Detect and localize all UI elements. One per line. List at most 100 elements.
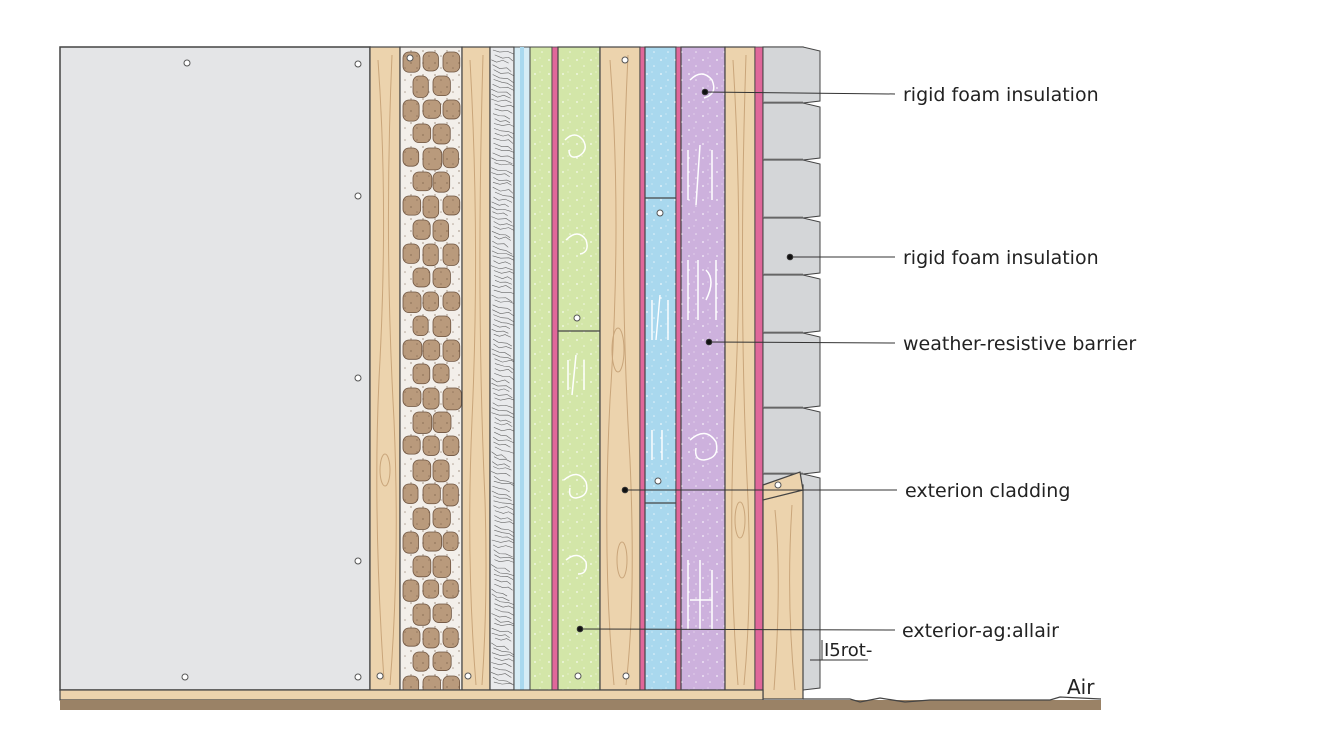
gravel-texture	[492, 485, 510, 493]
gravel-texture	[491, 662, 512, 667]
gravel-texture	[494, 108, 513, 114]
gravel-texture	[492, 74, 514, 83]
sheathing-strip	[513, 46, 531, 691]
gravel-texture	[493, 196, 513, 203]
wood-stud-2	[461, 46, 491, 691]
siding-board	[762, 274, 821, 334]
gravel-texture	[493, 142, 513, 150]
gravel-texture	[491, 329, 509, 334]
gravel-texture	[492, 64, 512, 72]
gravel-texture	[492, 240, 509, 248]
gravel-texture	[491, 294, 513, 302]
gravel-texture	[494, 554, 517, 561]
gravel-texture	[493, 69, 516, 77]
siding-board	[762, 332, 821, 409]
gravel-texture	[491, 348, 512, 357]
gravel-texture	[494, 368, 513, 374]
gravel-texture	[491, 284, 512, 290]
gravel-texture	[491, 627, 513, 634]
gravel-texture	[493, 260, 512, 265]
gravel-texture	[490, 265, 513, 271]
weather-barrier-strip	[754, 46, 764, 691]
gravel-texture	[494, 529, 514, 537]
callout-label-2: rigid foam insulation	[903, 247, 1099, 269]
gravel-texture	[493, 495, 512, 501]
gravel-texture	[491, 250, 514, 257]
gravel-texture	[492, 324, 511, 329]
membrane-strip-1	[551, 46, 559, 691]
gravel-texture	[493, 392, 513, 399]
gravel-texture	[492, 84, 515, 91]
gravel-texture	[494, 559, 515, 563]
gravel-texture	[493, 79, 513, 87]
gravel-texture	[491, 490, 511, 499]
siding-board	[762, 46, 821, 104]
gravel-texture	[493, 441, 511, 448]
gravel-texture	[492, 304, 512, 312]
gravel-texture	[494, 515, 513, 521]
dimension-label: I5rot-	[824, 640, 872, 661]
membrane-strip-2	[639, 46, 646, 691]
gravel-texture	[493, 480, 517, 488]
gravel-texture	[491, 539, 515, 544]
gravel-texture	[492, 338, 513, 347]
gravel-texture	[491, 59, 509, 64]
siding-board	[762, 102, 821, 161]
gravel-texture	[491, 231, 511, 239]
gravel-texture	[494, 525, 516, 534]
gravel-texture	[491, 216, 513, 223]
gravel-texture	[493, 226, 515, 231]
gravel-texture	[494, 417, 512, 423]
gravel-texture	[494, 54, 514, 62]
gravel-texture	[492, 309, 514, 316]
gravel-texture	[491, 588, 508, 597]
gravel-texture	[491, 652, 516, 659]
gravel-texture	[494, 133, 513, 139]
gravel-texture	[493, 569, 515, 577]
gravel-texture	[491, 412, 516, 419]
gravel-texture	[492, 667, 513, 674]
gravel-texture	[491, 382, 513, 390]
gravel-texture	[491, 593, 510, 602]
gravel-texture	[494, 147, 515, 153]
drywall-layer	[59, 46, 371, 691]
gravel-texture	[494, 608, 515, 616]
gravel-texture	[494, 534, 514, 541]
gravel-texture	[493, 333, 511, 338]
gravel-texture	[493, 466, 512, 471]
gravel-texture	[494, 373, 515, 381]
bottom-plate	[59, 689, 764, 701]
gravel-texture	[491, 613, 512, 620]
gravel-texture	[491, 378, 510, 384]
gravel-texture	[491, 167, 513, 175]
gravel-texture	[491, 642, 509, 651]
sill-block	[762, 471, 804, 700]
gravel-texture	[494, 363, 515, 371]
gravel-texture	[494, 118, 511, 124]
gravel-texture	[493, 549, 513, 558]
gravel-texture	[493, 657, 514, 662]
callout-label-3: weather-resistive barrier	[903, 333, 1136, 355]
gravel-texture	[491, 88, 512, 96]
gravel-texture	[494, 618, 515, 625]
gravel-layer	[489, 46, 518, 691]
stone-layer	[399, 46, 463, 695]
gravel-texture	[494, 103, 516, 109]
gravel-texture	[493, 505, 514, 510]
gravel-texture	[494, 422, 513, 427]
wood-stud-1	[369, 46, 401, 691]
gravel-texture	[493, 177, 512, 183]
gravel-texture	[493, 221, 514, 227]
gravel-texture	[492, 211, 508, 216]
gravel-texture	[492, 49, 514, 55]
gravel-texture	[493, 500, 516, 506]
membrane-strip-3	[675, 46, 682, 691]
callout-label-1: rigid foam insulation	[903, 84, 1099, 106]
gravel-texture	[492, 436, 514, 443]
gravel-texture	[491, 407, 514, 415]
gravel-texture	[494, 623, 516, 627]
dimension-mark	[810, 640, 868, 661]
gravel-texture	[490, 471, 511, 477]
gravel-texture	[493, 476, 514, 484]
gravel-texture	[493, 343, 512, 349]
